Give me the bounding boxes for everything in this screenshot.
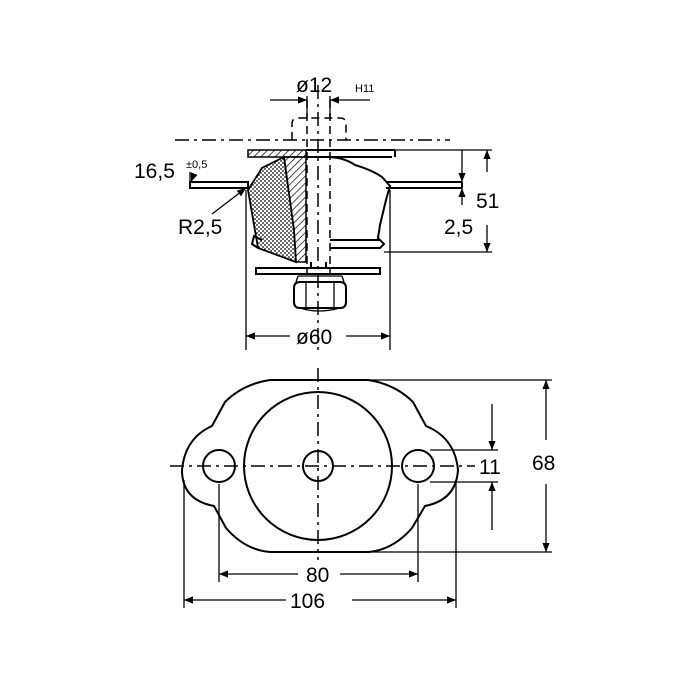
hole-label: 11 bbox=[479, 456, 501, 479]
top-view: 11 68 80 106 bbox=[170, 368, 555, 613]
rubber-lip bbox=[250, 234, 263, 249]
left-mount-flange bbox=[189, 181, 249, 189]
height-label: 51 bbox=[476, 190, 499, 213]
bolt-tolerance-label: H11 bbox=[355, 83, 374, 95]
top-flange-section bbox=[247, 149, 307, 158]
nut-top-left bbox=[295, 275, 299, 283]
total-length-label: 106 bbox=[290, 590, 325, 613]
stud-head-hidden bbox=[291, 117, 347, 140]
bolt-diameter-label: ø12 bbox=[296, 74, 332, 97]
base-diameter-label: ø60 bbox=[296, 326, 332, 349]
side-view: ø12 H11 16,5 ±0,5 R2,5 51 2,5 ø60 bbox=[134, 74, 499, 350]
hole-spacing-label: 80 bbox=[306, 564, 329, 587]
plate-label: 2,5 bbox=[444, 216, 473, 239]
nut-bottom bbox=[299, 307, 341, 312]
nut bbox=[293, 281, 347, 309]
nut-top-right bbox=[341, 275, 345, 283]
radius-leader bbox=[211, 187, 247, 215]
top-height-label: 68 bbox=[532, 452, 555, 475]
radius-label: R2,5 bbox=[178, 216, 222, 239]
thickness-label: 16,5 bbox=[134, 160, 175, 183]
lower-washer-plate bbox=[255, 267, 381, 275]
thickness-arrow bbox=[190, 172, 198, 183]
housing-right-outline bbox=[329, 156, 392, 249]
thickness-tolerance-label: ±0,5 bbox=[186, 159, 207, 171]
